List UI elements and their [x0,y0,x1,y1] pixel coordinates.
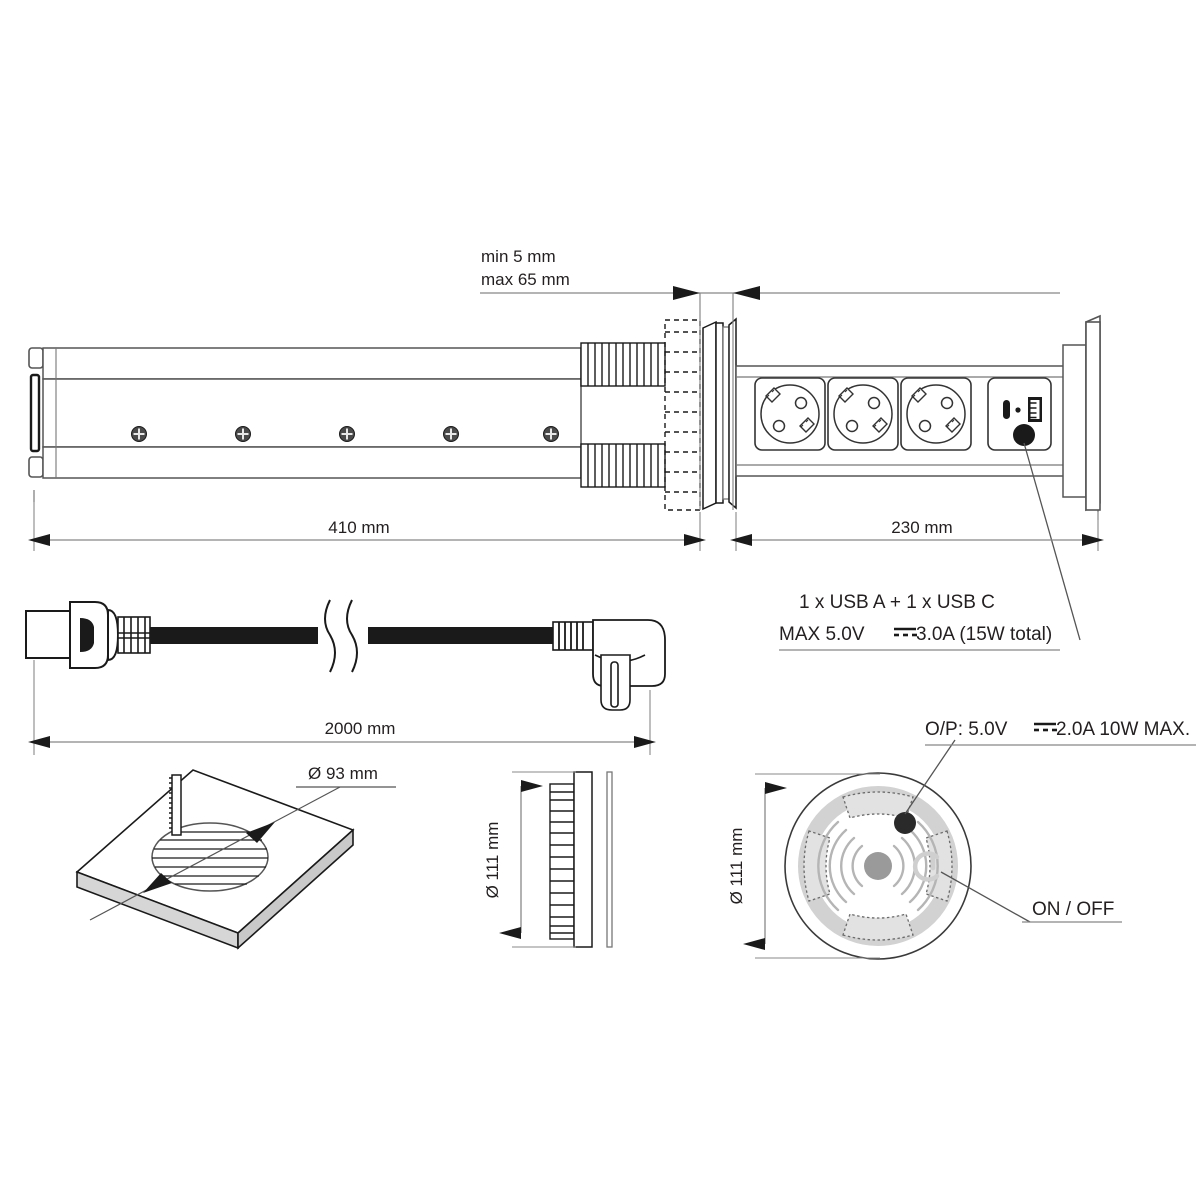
plug-strain-relief [552,621,594,651]
worktop-min-label: min 5 mm [481,247,556,266]
usb-note-line2-post: 3.0A (15W total) [916,624,1052,645]
head-length-label: 230 mm [891,518,952,537]
onoff-note: ON / OFF [940,871,1122,923]
usb-module[interactable] [987,377,1052,451]
charger-pad-segment [803,830,831,902]
cutout-diameter-label: Ø 93 mm [308,764,378,783]
dc-symbol-icon-2 [1034,722,1057,732]
front-flange-plate [1062,314,1101,520]
worktop-hidden-hatch [665,331,700,493]
worktop-thickness-dimension: min 5 mm max 65 mm [480,247,1060,510]
charger-diameter-dimension: Ø 111 mm [727,773,880,959]
rail-screw [235,426,251,442]
usb-c-port-icon [1003,400,1010,419]
usb-a-port-icon [1028,397,1042,422]
output-note-post: 2.0A 10W MAX. [1056,719,1190,740]
rail-left-endcap [28,347,44,502]
cutout-diameter-dimension: Ø 93 mm [89,764,396,921]
usb-spec-note: 1 x USB A + 1 x USB C MAX 5.0V 3.0A (15W… [779,592,1060,651]
power-cable-view: 2000 mm [25,599,666,755]
rail-screw [131,426,147,442]
worktop-board-side-edge [237,828,354,950]
cable-body-right [368,627,553,644]
head-length-dimension: 230 mm [730,512,1104,551]
schuko-socket[interactable] [900,377,972,451]
cable-length-dimension: 2000 mm [28,660,656,755]
usb-note-line2-pre: MAX 5.0V [779,624,865,645]
onoff-label: ON / OFF [1032,899,1114,920]
worktop-cutout-view: Ø 93 mm [75,764,396,950]
main-assembly-side-view [28,314,1101,641]
dc-symbol-icon [894,627,917,637]
rail-length-label: 410 mm [328,518,389,537]
charger-center-dot [864,852,892,880]
rail-length-dimension: 410 mm [28,490,706,551]
flange-side-diameter-dimension: Ø 111 mm [483,771,576,948]
charger-pad-segment [925,830,953,902]
rail-screw [443,426,459,442]
output-spec-note: O/P: 5.0V 2.0A 10W MAX. [904,719,1196,815]
cable-iec-connector [25,601,151,669]
cable-body-left [150,627,318,644]
mounting-flange-plates [702,317,737,511]
schuko-socket[interactable] [754,377,826,451]
bellows-upper [580,342,666,387]
rail-profile-body [42,347,582,479]
worktop-max-label: max 65 mm [481,270,570,289]
qi-wireless-icon [817,820,939,912]
cable-strain-relief [117,616,151,654]
cable-schuko-plug [552,619,666,711]
charger-led-indicator [894,812,916,834]
jigsaw-blade-icon [169,774,182,836]
rail-screw [543,426,559,442]
cable-break-symbol [324,599,358,673]
flange-side-diameter-label: Ø 111 mm [483,822,502,899]
charger-pad-segment [842,913,914,941]
usb-note-line1: 1 x USB A + 1 x USB C [799,592,995,613]
power-on-off-icon[interactable] [912,851,940,882]
bellows-lower [580,443,666,488]
rail-screw-group [131,426,559,442]
flange-ribbed-body [549,771,613,948]
output-note-pre: O/P: 5.0V [925,719,1008,740]
rail-screw [339,426,355,442]
cable-length-label: 2000 mm [325,719,396,738]
wireless-charger-top-view: Ø 111 mm O/P: 5.0V 2.0A 10W MAX. ON / OF… [727,719,1196,960]
charger-diameter-label: Ø 111 mm [727,828,746,905]
wireless-charger-dot-icon [1013,424,1035,446]
led-indicator-icon [1015,407,1021,413]
schuko-socket[interactable] [827,377,899,451]
flange-side-view: Ø 111 mm [483,771,613,948]
cutout-hole [151,822,269,892]
worktop-thickness-hidden-outline [664,319,701,511]
